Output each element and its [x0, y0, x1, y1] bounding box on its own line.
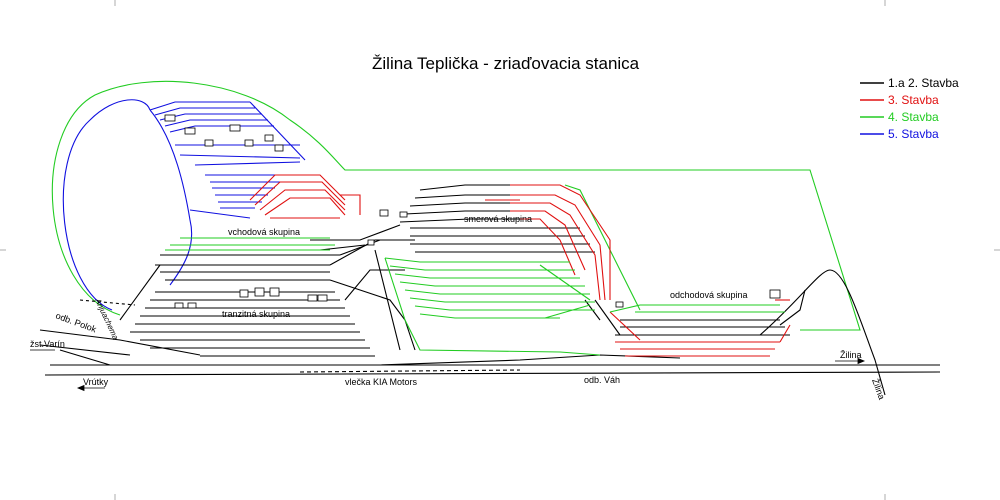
- label-odb-vah: odb. Váh: [584, 375, 620, 385]
- red-odchodova-tracks: [609, 299, 791, 357]
- page-title: Žilina Teplička - zriaďovacia stanica: [372, 54, 640, 73]
- label-zilina-east: Žilina: [840, 350, 862, 360]
- label-odb-polok: odb. Polok: [54, 310, 98, 334]
- label-vrutky: Vrútky: [83, 377, 109, 387]
- green-outer-boundary: [51, 80, 861, 331]
- label-zilina-south: Žilina: [870, 377, 887, 401]
- blue-yard-tracks: [149, 101, 306, 219]
- blue-buildings: [164, 114, 284, 152]
- legend-item-1: 1.a 2. Stavba: [888, 76, 959, 90]
- legend-item-4: 5. Stavba: [888, 127, 939, 141]
- label-vchodova-skupina: vchodová skupina: [228, 227, 300, 237]
- label-zst-varin: žst.Varín: [30, 339, 65, 349]
- legend-item-2: 3. Stavba: [888, 93, 939, 107]
- legend-item-3: 4. Stavba: [888, 110, 939, 124]
- red-smerova-tracks: [485, 184, 611, 301]
- legend: 1.a 2. Stavba 3. Stavba 4. Stavba 5. Sta…: [860, 76, 959, 141]
- red-upper-tracks: [249, 174, 361, 219]
- label-odchodova-skupina: odchodová skupina: [670, 290, 748, 300]
- label-vlecka-kia: vlečka KIA Motors: [345, 377, 418, 387]
- buildings: [174, 209, 781, 309]
- label-tranzitna-skupina: tranzitná skupina: [222, 309, 290, 319]
- label-smerova-skupina: smerová skupina: [464, 214, 532, 224]
- green-fan-tracks: [165, 237, 785, 356]
- black-main-tracks: [39, 184, 941, 396]
- direction-arrows: [30, 349, 866, 392]
